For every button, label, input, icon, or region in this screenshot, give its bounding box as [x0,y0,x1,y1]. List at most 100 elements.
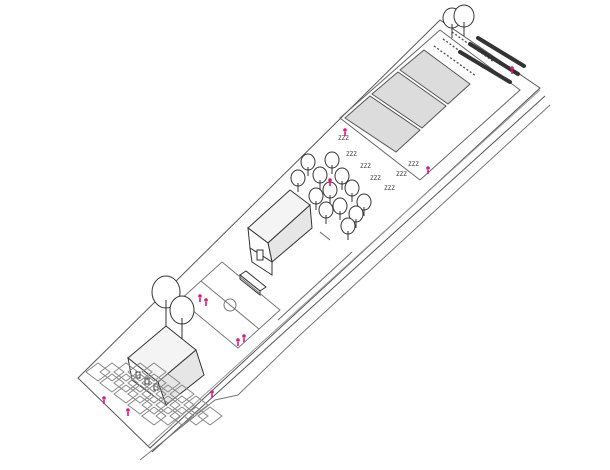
tree-icon [324,151,340,174]
person-head [510,66,514,70]
tree-icon [453,4,475,36]
garden-plot [155,395,181,415]
garden-plot [169,395,195,415]
person-icon [204,298,208,306]
striped-bed [399,49,471,105]
garden-plot [85,362,111,382]
garden-plot [197,406,223,426]
garden-plot [155,384,181,404]
path-edge-1 [151,95,546,453]
garden-plot [169,406,195,426]
person-head [236,338,240,342]
crate-icon: ZZZ [384,185,395,192]
garden-plot [127,373,153,393]
crop-row [433,45,477,77]
court-center-circle [223,298,237,312]
tree-icon [322,181,338,204]
crop-field-outline [339,29,521,181]
crate-icon: ZZZ [396,171,407,178]
court-trees [151,275,195,340]
garden-plot [113,373,139,393]
path-edge-2 [147,89,541,447]
person-icon [343,128,347,136]
garden-plot [155,406,181,426]
person-icon [242,334,246,342]
garden-plot [127,362,153,382]
tree-icon [344,179,360,202]
garden-plot [141,362,167,382]
shed-wall [249,246,273,276]
person-icon [328,178,332,186]
garden-plot [155,373,181,393]
tree-icon [308,187,324,210]
person-icon [102,396,106,404]
site-outline [77,19,541,449]
tree-icon [332,197,348,220]
crop-bed [476,36,526,68]
garden-grid [85,362,223,426]
fence [277,231,353,321]
tree-icon [169,295,195,340]
person-icon [426,166,430,174]
striped-beds [344,49,471,153]
person-head [210,390,214,394]
person-icon [126,408,130,416]
shed-door [256,249,264,261]
garden-plot [169,384,195,404]
crate-icon: ZZZ [360,163,371,170]
garden-plot [127,395,153,415]
person-head [204,298,208,302]
garden-plot [113,362,139,382]
person-head [426,166,430,170]
orchard [290,151,372,240]
tree-icon [318,201,334,224]
person-head [126,408,130,412]
tree-icon [356,193,372,216]
garden-plot [113,384,139,404]
tree-icon [300,153,316,176]
tree-icon [340,217,356,240]
person-icon [210,390,214,398]
crop-dark-beds [458,36,526,84]
person-head [242,334,246,338]
bench-icon [239,270,267,297]
garden-plot [183,395,209,415]
striped-bed [371,71,447,129]
shed [247,189,313,276]
tree-icon [334,167,350,190]
garden-plot [183,406,209,426]
crate-icon: ZZZ [338,135,349,142]
tree-icon [290,169,306,192]
person-icon [236,338,240,346]
fence-line [277,251,353,321]
garden-plot [141,395,167,415]
person-head [102,396,106,400]
garden-plot [99,373,125,393]
fence-line [319,231,331,241]
garden-plot [99,362,125,382]
site-ground [77,19,551,461]
garden-plot [127,384,153,404]
crate-icon: ZZZ [370,175,381,182]
person-icon [510,66,514,74]
court-midline [200,280,260,330]
garden-plot [141,373,167,393]
person-icon [198,294,202,302]
crop-bed [458,50,512,84]
person-head [328,178,332,182]
sports-court [179,261,281,349]
person-head [198,294,202,298]
garden-plot [141,406,167,426]
tree-icon [312,166,328,189]
people [102,66,514,416]
crate-icon: ZZZ [346,151,357,158]
person-head [343,128,347,132]
crate-icon: ZZZ [408,161,419,168]
top-trees [442,4,475,38]
tree-icon [348,205,364,228]
striped-bed [344,95,421,153]
crop-bed [468,42,520,76]
garden-plot [141,384,167,404]
